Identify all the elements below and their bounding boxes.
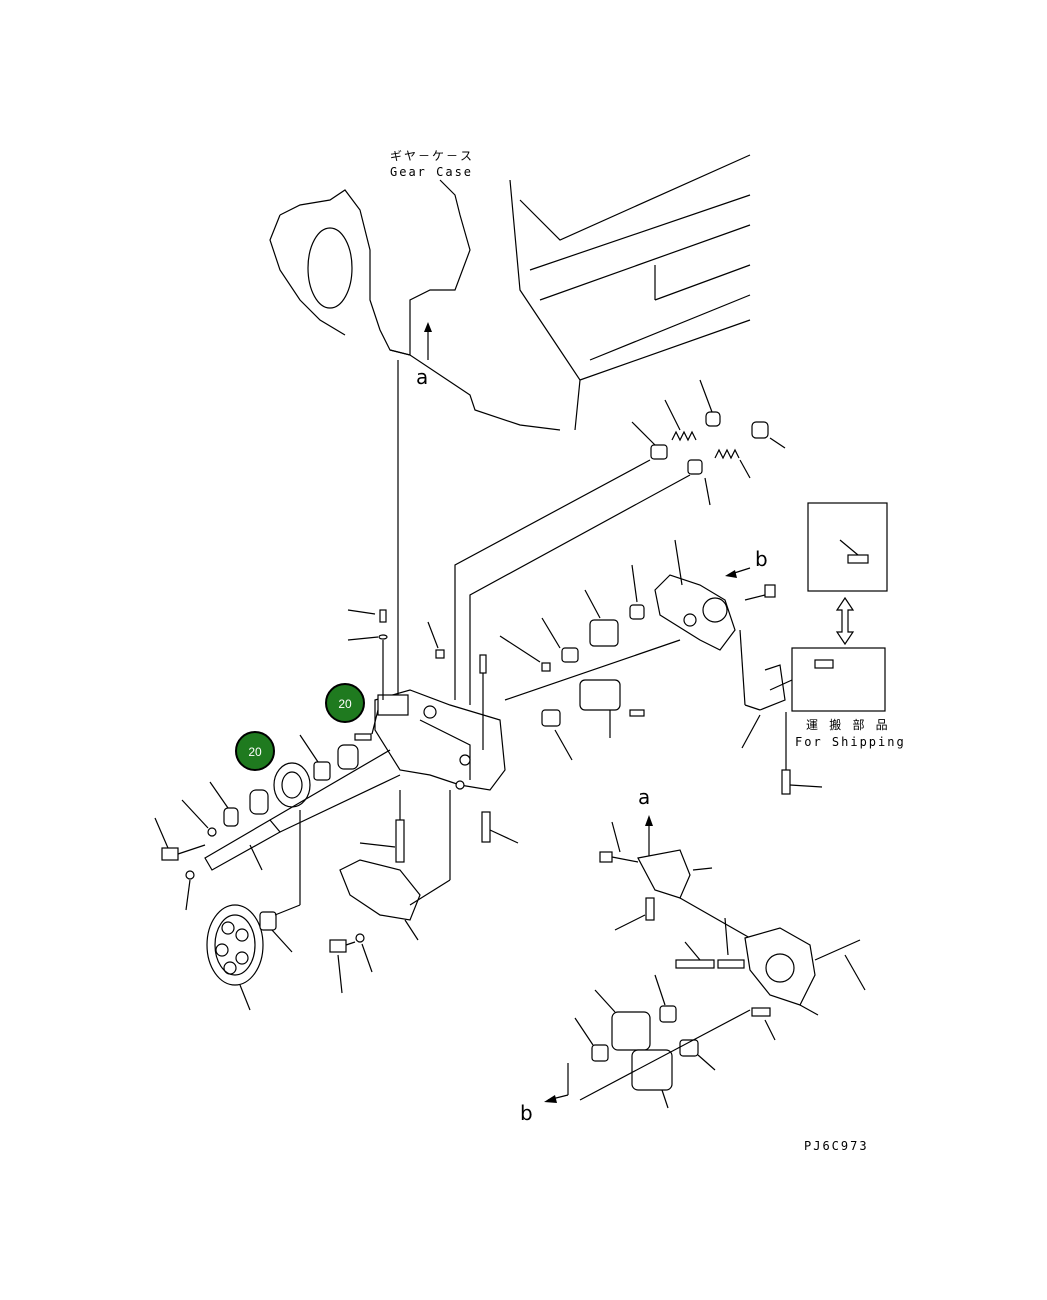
reference-arrow-b-top (725, 567, 751, 578)
quantity-badge-upper[interactable]: 20 (325, 683, 365, 723)
reference-arrow-a-top (424, 322, 432, 360)
relief-valve-parts (631, 379, 786, 506)
quantity-badge-upper-text: 20 (338, 697, 352, 711)
shipping-box-bottom (769, 647, 886, 712)
reference-b-bottom-label: b (520, 1101, 533, 1125)
double-arrow (835, 596, 855, 646)
leader-line (504, 639, 681, 701)
leader-line (454, 459, 651, 700)
leader-line (469, 474, 691, 705)
pump-cover-upper (499, 539, 776, 761)
gear-case-en-label: Gear Case (390, 165, 473, 179)
reference-a-top-label: a (416, 365, 428, 389)
large-gear (206, 810, 301, 1011)
drawing-code-label: PJ6C973 (804, 1139, 869, 1153)
reference-b-top-label: b (755, 547, 768, 571)
shipping-box-top (807, 502, 888, 592)
quantity-badge-lower[interactable]: 20 (235, 731, 275, 771)
gear-case (269, 154, 751, 431)
quantity-badge-lower-text: 20 (248, 745, 262, 759)
pump-assembly-lower-right (544, 815, 866, 1109)
pump-body (374, 689, 506, 791)
gear-case-jp-label: ギヤ－ケ－ス (390, 149, 474, 163)
reference-a-mid-label: a (638, 785, 650, 809)
pump-cover-lower-left (329, 790, 451, 994)
bracket (739, 629, 823, 795)
shipping-jp-label: 運 搬 部 品 (806, 717, 890, 732)
shipping-en-label: For Shipping (795, 735, 906, 749)
